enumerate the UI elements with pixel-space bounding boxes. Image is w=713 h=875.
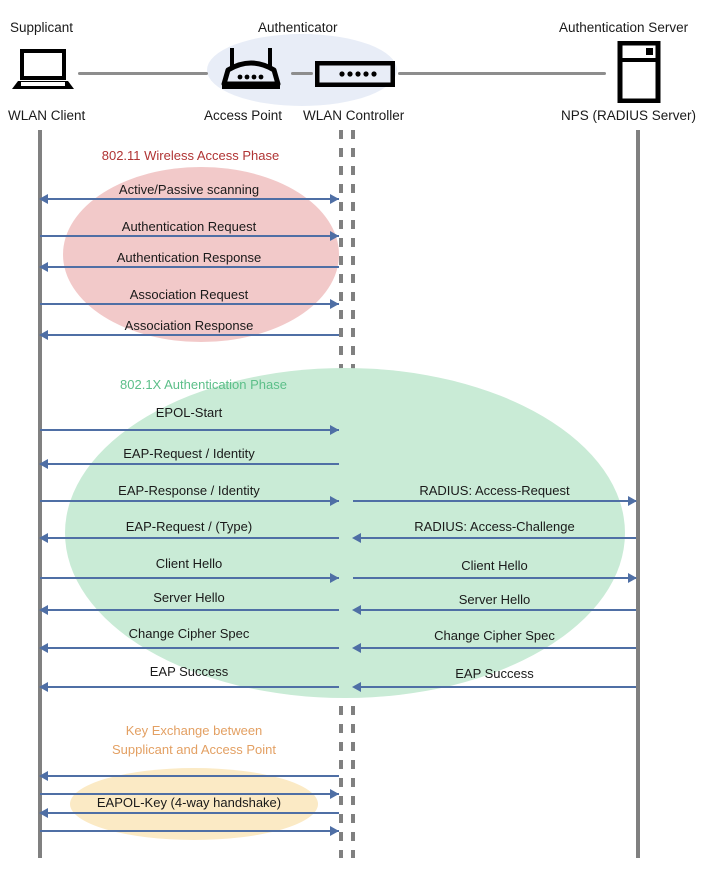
message-label: EAPOL-Key (4-way handshake) xyxy=(96,795,282,810)
message-arrow-line xyxy=(354,686,636,688)
message-label: Server Hello xyxy=(153,590,225,605)
arrow-head-left xyxy=(39,643,48,653)
message-arrow-line xyxy=(41,198,339,200)
authenticator-highlight-blob xyxy=(207,34,397,106)
message-label: EAP-Request / Identity xyxy=(123,446,255,461)
actor-role-authenticator: Authenticator xyxy=(258,20,338,35)
phase-ellipse-keyexchange xyxy=(70,768,318,840)
arrow-head-right xyxy=(628,496,637,506)
wire-client-to-ap xyxy=(78,72,208,75)
message-label: EAP-Response / Identity xyxy=(118,483,260,498)
message-label: EAP-Request / (Type) xyxy=(125,519,253,534)
arrow-head-left xyxy=(39,808,48,818)
arrow-head-right xyxy=(330,194,339,204)
message-label: Association Response xyxy=(124,318,254,333)
message-label: Authentication Request xyxy=(121,219,257,234)
arrow-head-right xyxy=(330,425,339,435)
arrow-head-right xyxy=(330,826,339,836)
message-arrow-line xyxy=(40,577,339,579)
message-arrow-line xyxy=(41,812,339,814)
message-arrow-line xyxy=(353,577,636,579)
phase-title-80211: 802.11 Wireless Access Phase xyxy=(101,148,280,163)
wlan-controller-icon-svg xyxy=(314,60,396,88)
message-arrow-line xyxy=(41,686,339,688)
actor-role-supplicant: Supplicant xyxy=(10,20,74,35)
actor-role-authentication-server: Authentication Server xyxy=(559,20,689,35)
message-arrow-line xyxy=(354,647,636,649)
arrow-head-left xyxy=(352,605,361,615)
arrow-head-left xyxy=(352,643,361,653)
message-label: RADIUS: Access-Challenge xyxy=(414,519,575,534)
message-arrow-line xyxy=(41,463,339,465)
message-arrow-line xyxy=(40,303,339,305)
arrow-head-left xyxy=(39,459,48,469)
message-arrow-line xyxy=(40,830,339,832)
arrow-head-right xyxy=(330,299,339,309)
wlan-controller-icon xyxy=(314,60,396,92)
phase-title-keyexchange: Key Exchange between Supplicant and Acce… xyxy=(111,723,277,757)
arrow-head-left xyxy=(39,771,48,781)
message-label: Association Request xyxy=(129,287,249,302)
arrow-head-left xyxy=(352,533,361,543)
arrow-head-left xyxy=(39,262,48,272)
arrow-head-left xyxy=(352,682,361,692)
message-arrow-line xyxy=(41,775,339,777)
message-arrow-line xyxy=(40,429,339,431)
arrow-head-left xyxy=(39,605,48,615)
arrow-head-left xyxy=(39,682,48,692)
message-label: Client Hello xyxy=(155,556,223,571)
arrow-head-right xyxy=(330,231,339,241)
message-arrow-line xyxy=(354,609,636,611)
message-arrow-line xyxy=(41,266,339,268)
access-point-icon xyxy=(216,46,286,99)
message-label: RADIUS: Access-Request xyxy=(419,483,570,498)
actor-name-access-point: Access Point xyxy=(204,108,283,123)
actor-name-wlan-client: WLAN Client xyxy=(8,108,86,123)
actor-name-wlan-controller: WLAN Controller xyxy=(303,108,405,123)
arrow-head-right xyxy=(330,789,339,799)
arrow-head-right xyxy=(628,573,637,583)
message-label: EAP Success xyxy=(149,664,229,679)
access-point-icon-svg xyxy=(221,48,281,89)
wire-ap-to-wlc xyxy=(291,72,313,75)
phase-title-8021x: 802.1X Authentication Phase xyxy=(120,377,287,392)
message-label: Authentication Response xyxy=(116,250,262,265)
message-label: EPOL-Start xyxy=(155,405,223,420)
actor-name-nps-radius-server: NPS (RADIUS Server) xyxy=(561,108,697,123)
message-arrow-line xyxy=(41,334,339,336)
laptop-icon-svg xyxy=(12,49,74,89)
message-arrow-line xyxy=(354,537,636,539)
message-arrow-line xyxy=(41,537,339,539)
message-label: EAP Success xyxy=(455,666,534,681)
arrow-head-right xyxy=(330,573,339,583)
message-arrow-line xyxy=(40,793,339,795)
message-arrow-line xyxy=(41,647,339,649)
arrow-head-left xyxy=(39,330,48,340)
arrow-head-right xyxy=(330,496,339,506)
message-label: Client Hello xyxy=(461,558,528,573)
arrow-head-left xyxy=(39,194,48,204)
message-arrow-line xyxy=(40,500,339,502)
lifeline-supplicant xyxy=(38,130,42,858)
laptop-icon xyxy=(12,48,74,97)
server-icon-svg xyxy=(617,40,661,104)
message-arrow-line xyxy=(41,609,339,611)
lifeline-auth-server xyxy=(636,130,640,858)
server-icon xyxy=(617,40,661,108)
message-label: Change Cipher Spec xyxy=(434,628,555,643)
phase-ellipse-80211 xyxy=(63,167,339,342)
message-arrow-line xyxy=(40,235,339,237)
arrow-head-left xyxy=(39,533,48,543)
message-label: Server Hello xyxy=(458,592,531,607)
message-label: Change Cipher Spec xyxy=(128,626,250,641)
wire-wlc-to-nps xyxy=(398,72,606,75)
phase-ellipse-8021x xyxy=(65,368,625,698)
message-arrow-line xyxy=(353,500,636,502)
message-label: Active/Passive scanning xyxy=(118,182,260,197)
